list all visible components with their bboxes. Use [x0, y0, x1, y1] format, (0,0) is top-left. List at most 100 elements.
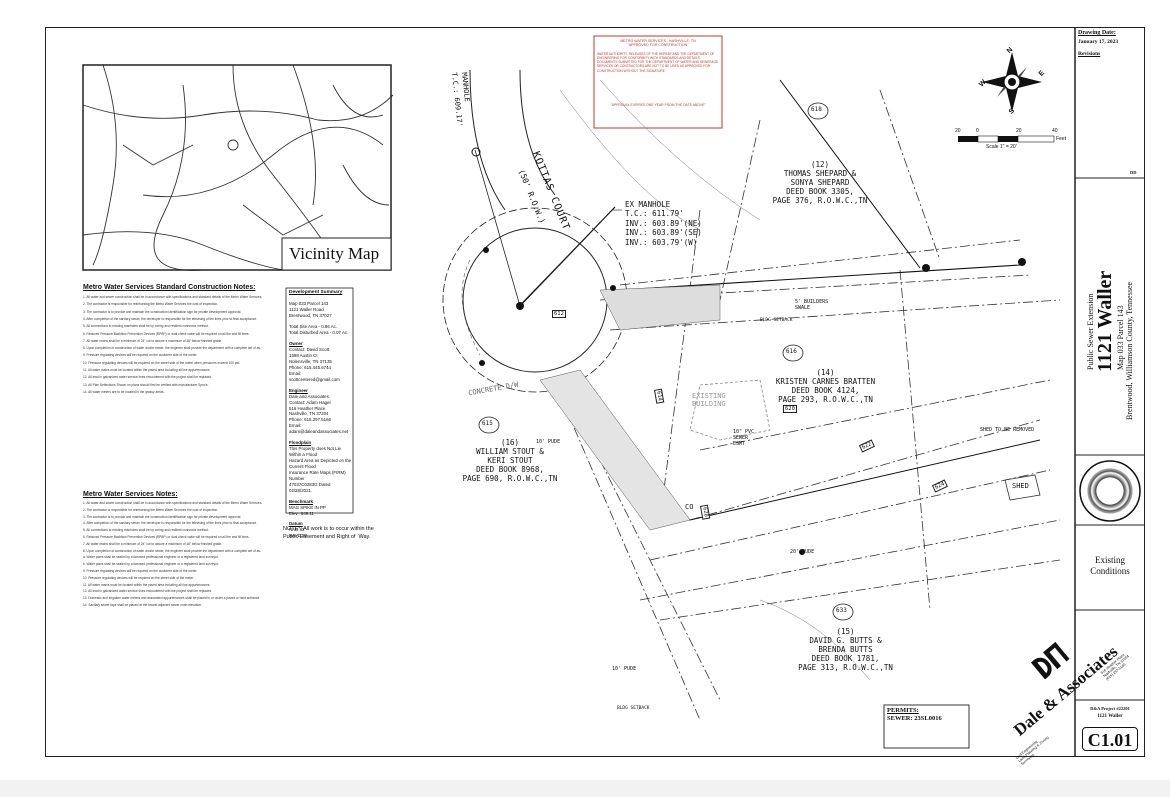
standard-construction-notes: Metro Water Services Standard Constructi… — [83, 284, 273, 397]
sheet-number: C1.01 — [1082, 727, 1138, 751]
dev-address1: 1121 Waller Road — [289, 307, 324, 313]
development-summary: Development Summary Map 033 Parcel 143 1… — [289, 290, 353, 539]
owner-info-line: Email: scottcentered@gmail.com — [289, 370, 340, 382]
mws-note-line: 6. Reduced Pressure Backflow Prevention … — [83, 534, 250, 539]
owner-deed: DEED BOOK 8968, — [476, 465, 544, 474]
engineer-info-line: Email: adam@daleandassociates.net — [289, 423, 349, 435]
owner-block-15: (15) DAVID G. BUTTS & BRENDA BUTTS DEED … — [788, 627, 903, 672]
standard-note-line: 14. All water meters are to be located i… — [83, 389, 165, 394]
standard-note-line: 7. All water mains shall be a minimum of… — [83, 338, 223, 343]
standard-note-line: 4. After completion of the sanitary sewe… — [83, 316, 257, 321]
owner-page: PAGE 313, R.O.W.C.,TN — [798, 663, 893, 672]
standard-note-line: 9. Pressure regulating devices will be r… — [83, 353, 198, 358]
pvc-sewer-label: 10" PVC SEWER ESMT — [733, 429, 755, 447]
standard-note-line: 8. Upon completion of construction of wa… — [83, 346, 262, 351]
dev-map: Map 033 Parcel 143 — [289, 301, 329, 307]
bldg-setback-label-2: BLDG SETBACK — [617, 706, 650, 711]
owner-num: (15) — [836, 627, 855, 636]
datum-info-line: NAD 83 — [289, 527, 305, 533]
standard-notes-title: Metro Water Services Standard Constructi… — [83, 284, 256, 291]
standard-note-line: 5. All connections to existing manholes … — [83, 324, 209, 329]
project-map: Map 033 Parcel 143 — [1116, 305, 1125, 370]
ex-manhole-l2: T.C.: 611.79' — [625, 209, 684, 219]
engineer-info-line: Dale and Associates — [289, 393, 329, 399]
cleanout-label: CO — [685, 503, 694, 511]
existing-building-l1: EXISTING — [692, 392, 726, 400]
bldg-setback-label: BLDG SETBACK — [760, 318, 793, 323]
owner-info-line: Nolensville, TN 37135 — [289, 358, 332, 364]
stamp-footer: "APPROVAL EXPIRES ONE YEAR FROM THE DATE… — [610, 102, 706, 107]
dev-address2: Brentwood, TN 37027 — [289, 313, 332, 319]
sheet-number-block: D&A Project #22201 1121 Waller — [1078, 706, 1142, 719]
stamp-body: WATER AUTHORITY, RELEASES OF THE HEREBY … — [597, 52, 719, 73]
scale-unit: Feet — [1056, 136, 1067, 142]
drawing-date-label: Drawing Date: — [1078, 30, 1116, 36]
standard-note-line: 13. All Plan Deflections Shown on plans … — [83, 382, 209, 387]
floodplain-info-line: This Property does Not Lie Within a Floo… — [289, 446, 341, 458]
floodplain-info-line: Hazard Area as Depicted on the Current F… — [289, 458, 352, 469]
permits-label: PERMITS: — [887, 707, 919, 714]
benchmark-label: Benchmark — [289, 498, 313, 504]
pude-label-3: 10' PUDE — [612, 666, 637, 672]
pude-label-1: 10' PUDE — [536, 439, 561, 445]
north-arrow-icon — [982, 52, 1042, 112]
owner-info-line: 1598 Austin Ct — [289, 353, 318, 359]
mws-note-line: b. Water plans shall be sealed by a lice… — [83, 562, 219, 567]
ex-manhole-l5: INV.: 603.79'(W) — [625, 237, 698, 247]
mws-note-line: 8. Upon completion of construction of wa… — [83, 548, 262, 553]
builders-swale-label: 5' BUILDERS SWALE — [795, 299, 829, 311]
mws-note-line: 14. Sanitary sewer taps shall be placed … — [83, 602, 202, 607]
address-633: 633 — [836, 607, 847, 614]
mws-note-line: 2. The contractor is responsible for rei… — [83, 507, 218, 512]
mws-note-line: 3. The contractor is to provide and main… — [83, 514, 242, 519]
contour-label: 620 — [783, 405, 797, 414]
owner-page: PAGE 376, R.O.W.C.,TN — [772, 196, 868, 205]
standard-note-line: 6. Reduced Pressure Backflow Prevention … — [83, 331, 250, 336]
mws-note-line: 13. Domestic and irrigation water meters… — [83, 596, 260, 601]
owner-names: WILLIAM STOUT & — [476, 447, 544, 456]
owner-names2: KERI STOUT — [487, 456, 533, 465]
standard-note-line: 3. The contractor is to provide and main… — [83, 309, 242, 314]
mws-note-line: a. Water plans shall be sealed by a lice… — [83, 555, 219, 560]
ex-manhole-callout: EX MANHOLE T.C.: 611.79' INV.: 603.89'(N… — [625, 200, 702, 247]
drawing-date-value: January 17, 2023 — [1078, 39, 1119, 45]
mws-note-line: 10. Pressure regulating devices will be … — [83, 575, 194, 580]
ex-manhole-l4: INV.: 603.89'(SE) — [625, 228, 702, 238]
datum-info-line: NAVD 88 — [289, 533, 307, 539]
existing-building-l2: BUILDING — [692, 400, 726, 408]
scale-tick: 20 — [1016, 128, 1022, 134]
floodplain-info-line: 47037C0283G Dated 02/28/2021. — [289, 481, 331, 493]
scale-text: Scale 1" = 20' — [986, 144, 1017, 150]
scale-tick: 40 — [1052, 128, 1058, 134]
engineer-seal-icon — [1086, 468, 1134, 514]
note-work-line2: Public Easement and Right of Way. — [283, 534, 371, 540]
standard-note-line: 10. Pressure regulating devices will be … — [83, 360, 240, 365]
benchmark-info-line: Elev.: 649.11 — [289, 510, 314, 516]
stamp-subtitle: "APPROVED FOR CONSTRUCTION" — [627, 43, 689, 47]
standard-note-line: 11. All water mains must be located with… — [83, 368, 211, 373]
mws-note-line: 9. Pressure regulating devices will be r… — [83, 568, 198, 573]
standard-note-line: 12. All lead in galvanized water service… — [83, 375, 212, 380]
engineer-info-line: Phone: 615.297.5166 — [289, 417, 331, 423]
dev-summary-title: Development Summary — [289, 290, 343, 295]
owner-names2: BRENDA BUTTS — [818, 645, 873, 654]
owner-names: KRISTEN CARNES BRATTEN — [775, 377, 876, 386]
mws-notes: Metro Water Services Notes: 1. All water… — [83, 491, 273, 610]
owner-deed: DEED BOOK 4124, — [791, 386, 860, 395]
shed-label: SHED — [1012, 482, 1029, 490]
approval-stamp: METRO WATER SERVICES - NASHVILLE, TN "AP… — [597, 39, 719, 107]
dd-label: DD — [1130, 170, 1137, 175]
floodplain-info-line: Insurance Rate Maps (FIRM) Number — [289, 469, 346, 481]
dev-area2: Total Disturbed Area - 0.07 Ac. — [289, 330, 349, 336]
ex-manhole-l1: EX MANHOLE — [625, 200, 671, 209]
owner-deed: DEED BOOK 3305, — [786, 187, 854, 196]
owner-names: DAVID G. BUTTS & — [809, 636, 882, 645]
owner-page: PAGE 293, R.O.W.C.,TN — [778, 395, 873, 404]
address-616: 616 — [786, 348, 797, 355]
permits-sewer: SEWER: 23SL0016 — [887, 715, 942, 722]
address-615: 615 — [482, 420, 493, 427]
mws-note-line: 1. All water and sewer construction shal… — [83, 501, 263, 505]
project-number: D&A Project #22201 — [1090, 706, 1130, 711]
owner-block-12: (12) THOMAS SHEPARD & SONYA SHEPARD DEED… — [770, 160, 870, 205]
drawing-sheet: Drawing Date: January 17, 2023 Revisions… — [0, 0, 1170, 780]
